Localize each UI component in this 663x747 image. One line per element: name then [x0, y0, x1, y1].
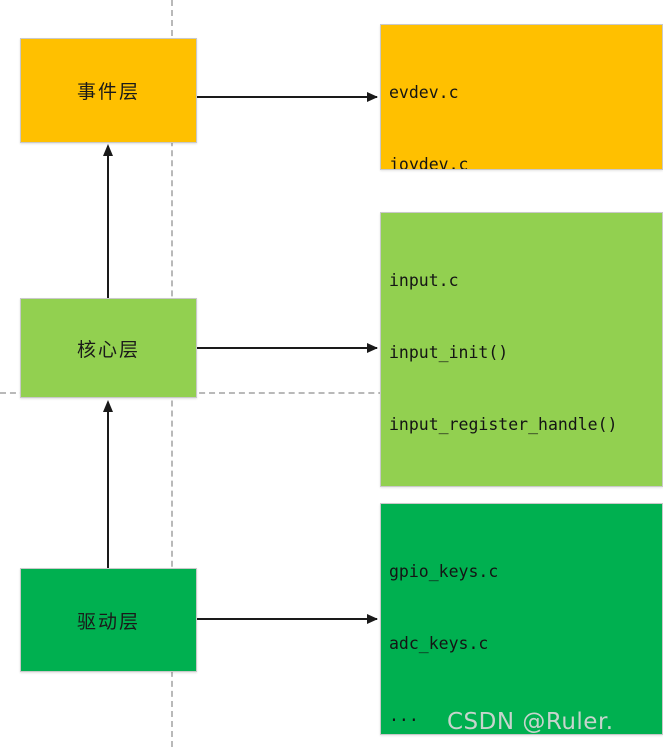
code-panel-core: input.c input_init() input_register_hand… [380, 212, 663, 487]
arrow-core-layer-to-event-layer [102, 144, 113, 298]
arrow-event-layer-to-event-panel [197, 92, 378, 102]
code-panel-event: evdev.c joydev.c mousedev.c struct input… [380, 24, 663, 170]
layer-box-core[interactable]: 核心层 [20, 298, 197, 398]
code-panel-driver: gpio_keys.c adc_keys.c ... ... s3c2410_t… [380, 503, 663, 735]
arrow-core-layer-to-core-panel [197, 343, 378, 353]
code-line: input_register_handle() [389, 415, 618, 434]
code-line: input.c [389, 271, 459, 290]
layer-label-core: 核心层 [76, 338, 140, 361]
arrow-driver-layer-to-driver-panel [197, 614, 378, 624]
code-line: input_register_device() [389, 485, 662, 486]
code-line: ... [389, 706, 419, 725]
layer-label-driver: 驱动层 [76, 610, 140, 633]
code-line: evdev.c [389, 83, 459, 102]
horizontal-guide-line [0, 392, 663, 394]
code-line: input_init() [389, 343, 509, 362]
layer-box-driver[interactable]: 驱动层 [20, 568, 197, 672]
code-line: gpio_keys.c [389, 562, 499, 581]
layer-box-event[interactable]: 事件层 [20, 38, 197, 143]
layer-label-event: 事件层 [76, 81, 140, 103]
code-line: adc_keys.c [389, 634, 489, 653]
code-line: joydev.c [389, 155, 469, 170]
arrow-driver-layer-to-core-layer [102, 400, 113, 568]
